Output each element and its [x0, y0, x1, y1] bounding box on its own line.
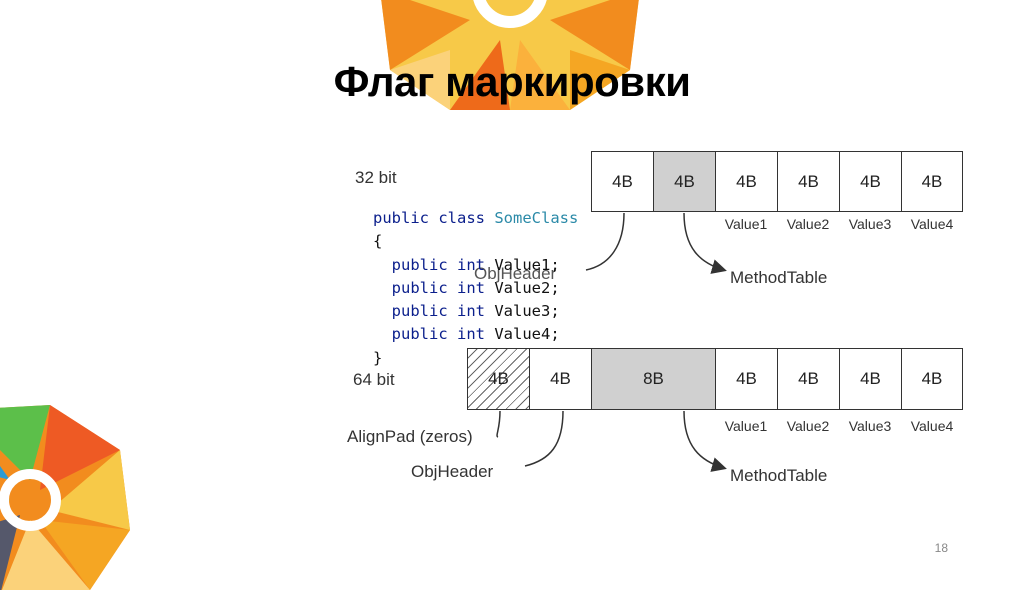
- cell32-3-label: 4B: [798, 171, 819, 191]
- annotation-64-alignpad: AlignPad (zeros): [347, 427, 473, 446]
- annotation-32-methodtable: MethodTable: [730, 268, 828, 287]
- annotation-64-methodtable: MethodTable: [730, 466, 828, 485]
- cell32-4: 4B: [839, 151, 902, 212]
- connector-32-objheader: [585, 212, 625, 271]
- value-label-64-2: Value2: [786, 418, 830, 434]
- code-field-3-keyword: public int: [391, 302, 485, 321]
- cell32-2: 4B: [715, 151, 778, 212]
- cell32-2-label: 4B: [736, 171, 757, 191]
- cell64-3-label: 4B: [736, 369, 757, 388]
- code-close-brace: }: [373, 348, 383, 367]
- cell32-0-label: 4B: [612, 171, 633, 191]
- cell32-5-label: 4B: [921, 171, 943, 191]
- row-label-32bit: 32 bit: [355, 168, 397, 187]
- code-open-brace: {: [373, 232, 383, 251]
- value-label-32-1: Value1: [724, 216, 768, 232]
- cell64-4: 4B: [777, 348, 840, 410]
- cell32-4-label: 4B: [860, 171, 881, 191]
- cell64-1: 4B: [529, 348, 592, 410]
- value-label-32-2: Value2: [786, 216, 830, 232]
- gear-decoration-bottom: [0, 405, 130, 590]
- cell64-6-label: 4B: [921, 369, 943, 388]
- code-class-keyword: public class: [373, 209, 485, 227]
- annotation-32-objheader: ObjHeader: [474, 264, 557, 283]
- code-field-2-keyword: public int: [391, 278, 485, 297]
- cell64-0-label: 4B: [488, 369, 509, 388]
- cell32-5: 4B: [901, 151, 963, 212]
- page-number: 18: [934, 541, 948, 555]
- value-label-64-1: Value1: [724, 418, 768, 434]
- cell32-3: 4B: [777, 151, 840, 212]
- cell64-1-label: 4B: [550, 369, 571, 388]
- cell64-6: 4B: [901, 348, 963, 410]
- code-field-1-keyword: public int: [391, 255, 485, 274]
- connector-64-objheader: [524, 410, 564, 467]
- cell64-2-label: 8B: [643, 369, 664, 388]
- code-field-3-name: Value3;: [494, 302, 560, 321]
- arrow-64-methodtable: [683, 410, 727, 472]
- cell64-0: 4B: [467, 348, 530, 410]
- gear-decoration-top: [381, 0, 639, 110]
- value-label-32-4: Value4: [910, 216, 954, 232]
- slide-title: Флаг маркировки: [333, 58, 691, 105]
- row-label-64bit: 64 bit: [353, 370, 395, 389]
- cell64-5: 4B: [839, 348, 902, 410]
- annotation-64-objheader: ObjHeader: [411, 462, 494, 481]
- cell32-0: 4B: [591, 151, 654, 212]
- value-label-64-4: Value4: [910, 418, 954, 434]
- code-field-1-name: Value1;: [494, 255, 560, 274]
- cell32-1-label: 4B: [674, 171, 695, 191]
- cell32-1: 4B: [653, 151, 716, 212]
- cell64-3: 4B: [715, 348, 778, 410]
- code-field-4-keyword: public int: [391, 325, 485, 344]
- cell64-4-label: 4B: [798, 369, 819, 388]
- value-label-32-3: Value3: [848, 216, 892, 232]
- code-class-name: SomeClass: [494, 209, 579, 227]
- cell64-5-label: 4B: [860, 369, 881, 388]
- code-field-2-name: Value2;: [494, 278, 560, 297]
- arrow-32-methodtable: [683, 212, 727, 274]
- value-label-64-3: Value3: [848, 418, 892, 434]
- cell64-2: 8B: [591, 348, 716, 410]
- code-field-4-name: Value4;: [494, 325, 560, 344]
- connector-overlay: [496, 212, 727, 472]
- connector-64-alignpad: [496, 410, 501, 438]
- code-block: public class SomeClass { public int Valu…: [373, 207, 578, 370]
